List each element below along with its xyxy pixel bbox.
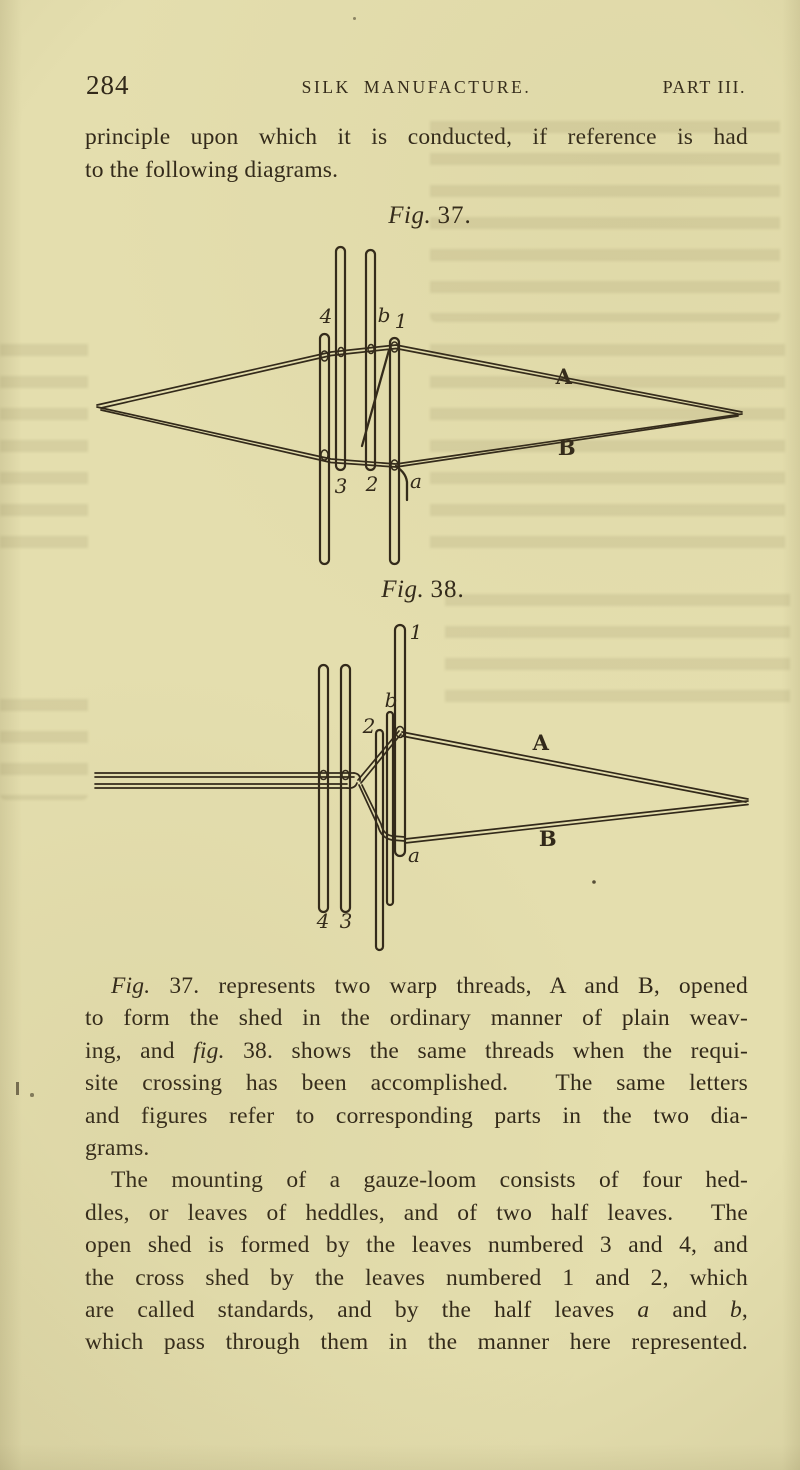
fig37-heddle-bars	[318, 245, 401, 566]
fig38-label-thread-a: A	[532, 730, 550, 755]
page-number: 284	[86, 70, 130, 100]
fig38-caption-label: Fig.	[381, 576, 425, 603]
part-label: PART III.	[662, 77, 746, 97]
fig38-label-leaf2: 2	[362, 714, 376, 738]
body-paragraphs: Fig. 37. represents two warp threads, A …	[85, 970, 748, 1359]
fig37-caption: Fig. 37.	[330, 202, 530, 230]
fig37-diagram: 4 b 1 3 2 a A B	[96, 245, 743, 566]
fig38-caption-number: 38.	[430, 576, 465, 603]
text-line: grams.	[85, 1134, 150, 1161]
fig38-label-leaf3: 3	[340, 909, 353, 933]
margin-mark	[16, 1082, 19, 1095]
fig38-label-thread-b: B	[539, 826, 557, 851]
fig37-heddle-eyes	[320, 341, 399, 471]
text-line: Fig. 37. represents two warp threads, A …	[111, 973, 748, 999]
fig38-label-half-a: a	[408, 843, 420, 867]
text-line: ing, and fig. 38. shows the same threads…	[85, 1037, 748, 1064]
text-line: The mounting of a gauze-loom consists of…	[111, 1167, 748, 1194]
fig37-label-half-a: a	[410, 469, 422, 493]
fig38-label-leaf1: 1	[410, 620, 423, 644]
fig38-label-half-b: b	[385, 688, 398, 712]
fig37-warp-threads	[96, 344, 743, 468]
text-line: are called standards, and by the half le…	[85, 1296, 748, 1323]
text-line: principle upon which it is conducted, if…	[85, 124, 748, 150]
ink-speck	[353, 17, 356, 20]
text-line: to form the shed in the ordinary manner …	[85, 1005, 748, 1032]
fig37-label-leaf1: 1	[395, 309, 408, 333]
fig38-caption: Fig. 38.	[323, 576, 523, 604]
page-header: 284 SILK MANUFACTURE. PART III.	[0, 0, 800, 110]
fig37-label-half-b: b	[378, 303, 391, 327]
fig38-warp-threads	[94, 730, 749, 844]
fig37-label-thread-a: A	[555, 364, 573, 389]
intro-paragraph: principle upon which it is conducted, if…	[85, 121, 748, 187]
text-line: site crossing has been accomplished. The…	[85, 1070, 748, 1097]
text-line: and figures refer to corresponding parts…	[85, 1102, 748, 1129]
fig38-heddle-eyes	[319, 725, 405, 781]
ink-speck	[592, 880, 596, 884]
text-line: to the following diagrams.	[85, 157, 339, 183]
fig38-diagram: 1 b 2 a A B 4 3	[94, 620, 749, 952]
fig37-caption-label: Fig.	[388, 202, 432, 229]
text-line: dles, or leaves of heddles, and of two h…	[85, 1199, 748, 1226]
fig38-label-leaf4: 4	[316, 909, 330, 933]
text-line: open shed is formed by the leaves number…	[85, 1232, 748, 1259]
fig37-label-leaf2: 2	[365, 472, 379, 496]
text-line: which pass through them in the manner he…	[85, 1329, 748, 1356]
fig37-label-leaf3: 3	[335, 474, 348, 498]
margin-mark-dot	[30, 1093, 34, 1097]
fig37-caption-number: 37.	[437, 202, 472, 229]
fig37-label-thread-b: B	[558, 435, 576, 460]
running-title: SILK MANUFACTURE.	[301, 77, 532, 97]
text-line: the cross shed by the leaves numbered 1 …	[85, 1264, 748, 1291]
fig37-label-leaf4: 4	[319, 304, 333, 328]
